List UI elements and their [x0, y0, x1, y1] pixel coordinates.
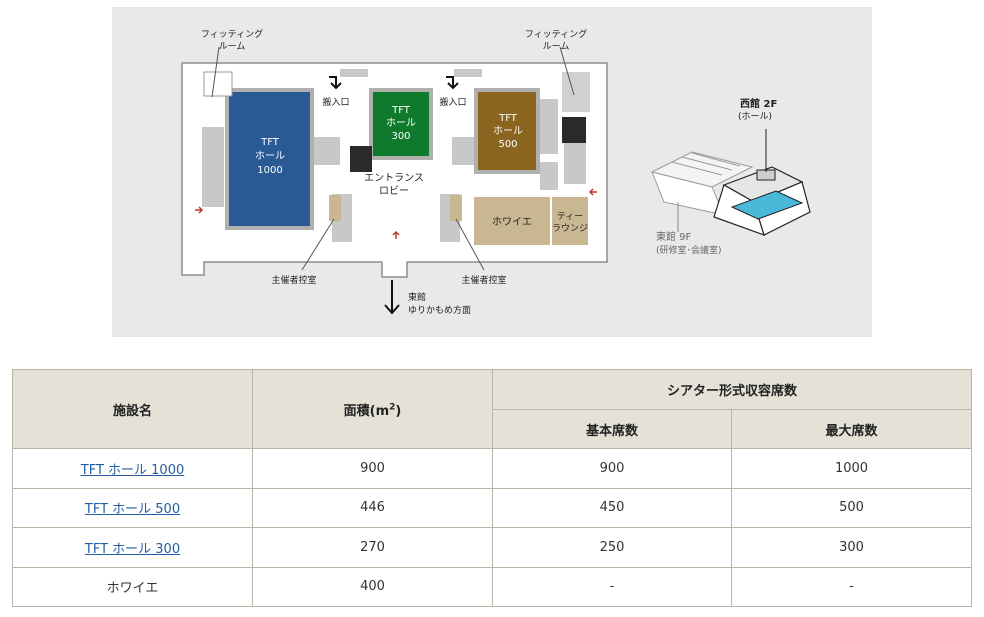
leader-organizer-left	[301, 218, 335, 271]
fitting-room-right-box	[562, 72, 590, 112]
foyer-label: ホワイエ	[492, 216, 532, 228]
west-bldg-sublabel: (ホール)	[738, 111, 772, 122]
storage-c	[540, 99, 558, 154]
loading-arrow-right-icon	[446, 76, 459, 90]
cell-area: 446	[252, 487, 493, 528]
organizer-room-right-label: 主催者控室	[461, 274, 506, 286]
header-max: 最大席数	[731, 409, 972, 449]
fitting-room-left-label-2: ルーム	[219, 41, 246, 52]
header-basic: 基本席数	[492, 409, 732, 449]
east-direction-label-2: ゆりかもめ方面	[408, 304, 471, 316]
organizer-room-left-label: 主催者控室	[271, 274, 316, 286]
cell-name: TFT ホール 500	[12, 487, 253, 528]
hall-1000-label-2: ホール	[255, 150, 285, 162]
header-theater: シアター形式収容席数	[492, 369, 972, 410]
foyer-room	[474, 197, 550, 245]
hall-300-label-1: TFT	[391, 105, 411, 116]
east-direction-label-1: 東館	[408, 291, 426, 303]
storage-d	[540, 162, 558, 190]
cell-area: 400	[252, 566, 493, 607]
entrance-lobby-label-1: エントランス	[364, 172, 424, 184]
cell-area: 900	[252, 448, 493, 489]
east-bldg-label: 東館 9F	[656, 230, 692, 243]
tea-lounge-room	[552, 197, 588, 245]
hall-1000-label-3: 1000	[257, 165, 282, 176]
hall-300-link[interactable]: TFT ホール 300	[84, 541, 181, 557]
hall-1000-link[interactable]: TFT ホール 1000	[80, 462, 185, 478]
table-row: TFT ホール 500 446 450 500	[12, 487, 972, 528]
organizer-room-left-box	[329, 195, 341, 221]
loading-arrow-left-icon	[329, 76, 342, 90]
left-storage	[202, 127, 224, 207]
table-row: TFT ホール 300 270 250 300	[12, 527, 972, 568]
cell-basic: 900	[492, 448, 732, 489]
header-area: 面積(m2)	[252, 369, 493, 449]
hall-300-room[interactable]	[369, 88, 433, 160]
hall-500-label-2: ホール	[493, 125, 523, 137]
direction-arrow-icon	[384, 280, 400, 315]
entrance-arrow-west-icon	[195, 206, 204, 214]
hall-500-label-3: 500	[498, 139, 517, 150]
hall-1000-room[interactable]	[225, 88, 314, 230]
tea-lounge-label-1: ティー	[557, 211, 583, 222]
cell-basic: 250	[492, 527, 732, 568]
floor-map: フィッティング ルーム フィッティング ルーム 搬入口 搬入口 TFT ホール …	[181, 28, 811, 316]
cell-name: TFT ホール 300	[12, 527, 253, 568]
floor-map-panel: フィッティング ルーム フィッティング ルーム 搬入口 搬入口 TFT ホール …	[112, 7, 872, 337]
entrance-arrow-east-icon	[588, 188, 597, 196]
entrance-arrow-south-icon	[392, 230, 400, 239]
tea-lounge-label-2: ラウンジ	[552, 223, 588, 234]
building-illustration	[650, 129, 811, 236]
fitting-room-left-label-1: フィッティング	[201, 28, 263, 40]
restroom-right-icon	[562, 117, 586, 143]
cell-max: 1000	[731, 448, 972, 489]
hall-500-room[interactable]	[474, 88, 540, 174]
header-area-text: 面積(m	[343, 403, 390, 419]
cell-name: ホワイエ	[12, 566, 253, 607]
leader-fitting-right	[559, 46, 575, 96]
fitting-room-right-label-1: フィッティング	[525, 28, 587, 40]
cell-max: 300	[731, 527, 972, 568]
cell-max: 500	[731, 487, 972, 528]
facility-table: 施設名 面積(m2) シアター形式収容席数 基本席数 最大席数 TFT ホール …	[12, 369, 972, 607]
storage-e	[564, 132, 586, 184]
header-facility: 施設名	[12, 369, 253, 449]
restroom-left-icon	[350, 146, 372, 172]
loading-bay-left	[340, 69, 368, 77]
loading-right-label: 搬入口	[439, 96, 466, 108]
cell-basic: -	[492, 566, 732, 607]
leader-organizer-right	[455, 218, 485, 271]
fitting-room-right-label-2: ルーム	[543, 41, 570, 52]
cell-max: -	[731, 566, 972, 607]
leader-fitting-left	[211, 46, 220, 98]
loading-left-label: 搬入口	[322, 96, 349, 108]
header-area-sup: 2	[389, 402, 396, 413]
entrance-lobby-label-2: ロビー	[379, 185, 409, 197]
table-row: ホワイエ 400 - -	[12, 566, 972, 607]
hall-300-label-3: 300	[391, 131, 410, 142]
header-area-close: )	[395, 403, 402, 419]
cell-name: TFT ホール 1000	[12, 448, 253, 489]
west-bldg-label: 西館 2F	[740, 97, 777, 110]
loading-bay-right	[454, 69, 482, 77]
fitting-room-left-box	[203, 71, 233, 97]
table-row: TFT ホール 1000 900 900 1000	[12, 448, 972, 489]
hall-500-label-1: TFT	[498, 113, 518, 124]
organizer-room-right-box	[450, 195, 462, 221]
storage-a	[312, 137, 340, 165]
cell-basic: 450	[492, 487, 732, 528]
east-bldg-sublabel: (研修室･会議室)	[656, 244, 722, 256]
hall-300-label-2: ホール	[386, 117, 416, 129]
hall-1000-label-1: TFT	[260, 137, 280, 148]
cell-area: 270	[252, 527, 493, 568]
hall-500-link[interactable]: TFT ホール 500	[84, 502, 181, 518]
